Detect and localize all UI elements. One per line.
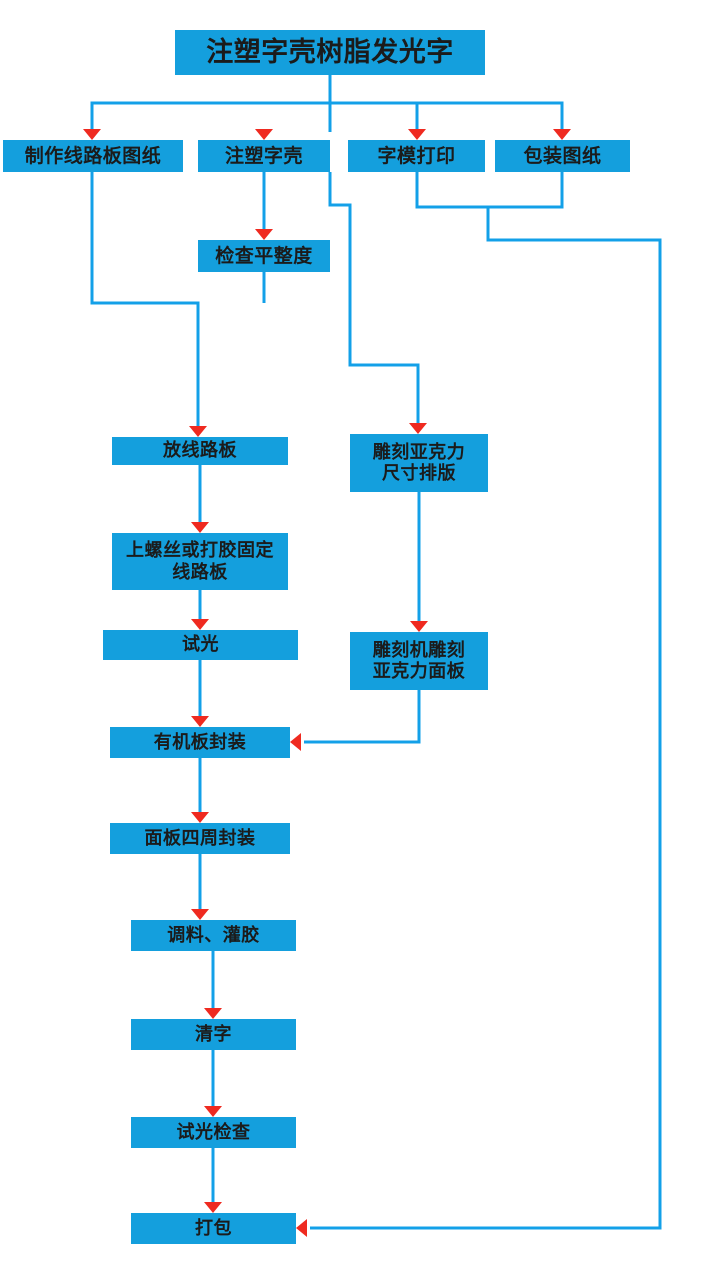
flowchart-node-n13[interactable]: 调料、灌胶 <box>131 920 296 951</box>
arrowhead-n3-to-n16 <box>296 1219 307 1237</box>
flowchart-node-n12[interactable]: 面板四周封装 <box>110 823 290 854</box>
arrowhead-n0-to-n4 <box>553 129 571 140</box>
arrowhead-n15-to-n16 <box>204 1202 222 1213</box>
flowchart-node-n1[interactable]: 制作线路板图纸 <box>3 140 183 172</box>
connector-n0-to-n3 <box>330 101 419 132</box>
node-label: 字模打印 <box>377 144 456 167</box>
arrowhead-n11-to-n12 <box>191 812 209 823</box>
node-label: 面板四周封装 <box>144 827 256 849</box>
arrowhead-n8-to-n9 <box>191 619 209 630</box>
arrowhead-n14-to-n15 <box>204 1106 222 1117</box>
arrowhead-n7-to-n10 <box>410 621 428 632</box>
node-label: 雕刻亚克力尺寸排版 <box>372 441 466 484</box>
connector-n0-to-n4 <box>330 101 564 132</box>
flowchart-node-n5[interactable]: 检查平整度 <box>198 240 330 272</box>
node-label: 清字 <box>195 1023 232 1045</box>
arrowhead-n1-to-n6 <box>189 426 207 437</box>
flowchart-node-n6[interactable]: 放线路板 <box>112 437 288 465</box>
node-label: 包装图纸 <box>523 144 602 167</box>
connector-n10-to-n11 <box>304 690 421 744</box>
flowchart-node-n15[interactable]: 试光检查 <box>131 1117 296 1148</box>
flowchart-node-n4[interactable]: 包装图纸 <box>495 140 630 172</box>
flowchart-node-n9[interactable]: 试光 <box>103 630 298 660</box>
flowchart-node-n2[interactable]: 注塑字壳 <box>198 140 330 172</box>
node-label: 检查平整度 <box>215 244 313 267</box>
node-label: 打包 <box>195 1217 232 1239</box>
flowchart-node-n0[interactable]: 注塑字壳树脂发光字 <box>175 30 485 75</box>
arrowhead-n0-to-n2 <box>255 129 273 140</box>
flowchart-node-n7[interactable]: 雕刻亚克力尺寸排版 <box>350 434 488 492</box>
node-label: 试光检查 <box>176 1121 251 1143</box>
flowchart-node-n3[interactable]: 字模打印 <box>348 140 485 172</box>
arrowhead-n6-to-n8 <box>191 522 209 533</box>
connector-n2-to-n7 <box>328 172 420 426</box>
arrowhead-n13-to-n14 <box>204 1008 222 1019</box>
connector-n3-to-n16 <box>310 172 662 1230</box>
arrowhead-n12-to-n13 <box>191 909 209 920</box>
arrowhead-n0-to-n1 <box>83 129 101 140</box>
flowchart-node-n10[interactable]: 雕刻机雕刻亚克力面板 <box>350 632 488 690</box>
arrowhead-n10-to-n11 <box>290 733 301 751</box>
node-label: 雕刻机雕刻亚克力面板 <box>372 639 466 682</box>
arrowhead-n2-to-n5 <box>255 229 273 240</box>
node-label: 试光 <box>182 634 219 656</box>
flowchart-node-n11[interactable]: 有机板封装 <box>110 727 290 758</box>
node-label: 上螺丝或打胶固定线路板 <box>126 540 274 583</box>
node-label: 制作线路板图纸 <box>24 144 162 167</box>
connector-n4-to-n16 <box>488 172 564 209</box>
flowchart-node-n16[interactable]: 打包 <box>131 1213 296 1244</box>
node-label: 注塑字壳树脂发光字 <box>206 36 454 68</box>
flowchart-node-n8[interactable]: 上螺丝或打胶固定线路板 <box>112 533 288 590</box>
node-label: 有机板封装 <box>153 731 247 753</box>
connector-n0-to-n1 <box>90 75 332 132</box>
node-label: 注塑字壳 <box>224 144 303 167</box>
node-label: 调料、灌胶 <box>167 924 260 946</box>
connector-n1-to-n6 <box>90 172 200 429</box>
arrowhead-n9-to-n11 <box>191 716 209 727</box>
node-label: 放线路板 <box>163 440 237 462</box>
flowchart-node-n14[interactable]: 清字 <box>131 1019 296 1050</box>
arrowhead-n2-to-n7 <box>409 423 427 434</box>
arrowhead-n0-to-n3 <box>408 129 426 140</box>
